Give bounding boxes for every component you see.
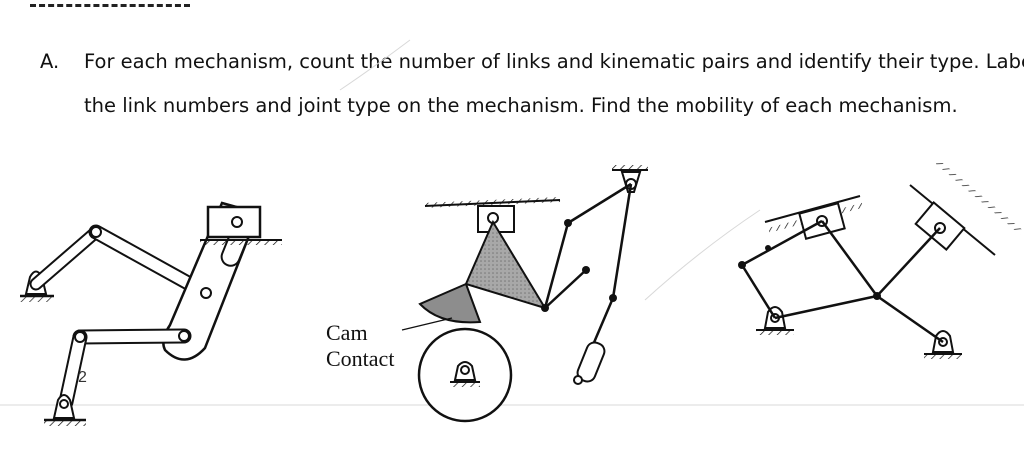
header-rule xyxy=(30,4,190,7)
joint xyxy=(564,219,572,227)
link-rocker xyxy=(611,183,633,299)
link-f xyxy=(876,294,944,344)
cam-wheel xyxy=(417,327,513,423)
mechanism-2: Cam Contact xyxy=(326,165,648,423)
joint xyxy=(765,245,771,251)
joint xyxy=(200,287,212,299)
joint xyxy=(738,261,746,269)
mechanism-3 xyxy=(738,160,1024,359)
joint xyxy=(573,375,583,385)
link-coupler xyxy=(543,222,570,309)
joint xyxy=(90,226,102,238)
top-ground-rail xyxy=(424,196,561,233)
joint xyxy=(609,294,617,302)
joint xyxy=(541,304,549,312)
triangle-link xyxy=(464,219,548,310)
link-a xyxy=(740,264,777,319)
mechanism-1: 2 xyxy=(20,201,282,426)
link-e xyxy=(876,227,941,297)
ground-rail-upper xyxy=(764,195,864,240)
scan-artifact xyxy=(339,39,411,91)
question-letter: A. xyxy=(40,50,60,73)
link-3 xyxy=(72,328,192,345)
link-crank xyxy=(567,182,632,225)
ground-pivot-bottom xyxy=(44,394,86,426)
ground-pivot-right xyxy=(924,330,962,359)
cam-contact-pointer xyxy=(401,317,453,331)
cam-follower xyxy=(418,282,482,324)
slider-block xyxy=(200,205,282,245)
cam-label-line-1: Cam xyxy=(326,320,368,345)
scan-artifact xyxy=(644,209,761,301)
link-1 xyxy=(29,225,103,291)
link-b xyxy=(741,219,823,267)
ground-pivot-left xyxy=(756,306,794,335)
slider-piston xyxy=(576,341,606,383)
link-connector xyxy=(544,269,587,309)
joint xyxy=(873,292,881,300)
link-c xyxy=(774,294,878,320)
joint xyxy=(178,330,190,342)
question-line-1: For each mechanism, count the number of … xyxy=(84,50,1024,73)
link-d xyxy=(820,220,879,297)
link-4 xyxy=(58,329,88,410)
handwritten-mark: 2 xyxy=(78,369,87,386)
joint xyxy=(74,331,86,343)
cam-label-line-2: Contact xyxy=(326,346,394,371)
question-line-2: the link numbers and joint type on the m… xyxy=(84,94,958,117)
joint xyxy=(582,266,590,274)
